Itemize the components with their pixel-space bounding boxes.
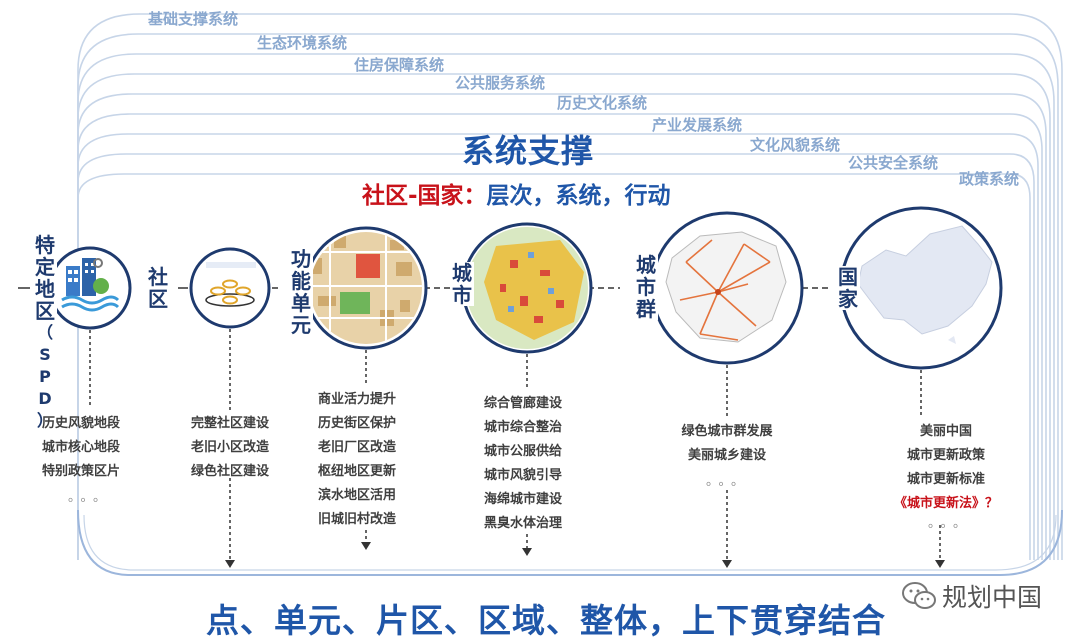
arc-1 (77, 13, 1063, 560)
list-item: 老旧厂区改造 (318, 440, 397, 455)
list-item: 历史风貌地段 (42, 416, 121, 431)
arc-8 (77, 153, 1035, 560)
arc-label-8: 公共安全系统 (848, 154, 939, 172)
arc-2 (77, 33, 1059, 560)
city-cluster-node (650, 211, 804, 365)
list-item: 海绵城市建设 (484, 492, 563, 507)
list-item: 旧城旧村改造 (318, 512, 397, 527)
stage-label-functional-unit: 功能单元 (289, 247, 313, 337)
subtitle: 社区-国家：层次，系统，行动 (362, 176, 671, 210)
arc-9 (77, 173, 1031, 560)
community-node (189, 247, 271, 329)
spd-more-dots: 。。。 (68, 490, 113, 505)
country-node (839, 206, 1003, 370)
arc-label-5: 历史文化系统 (557, 94, 648, 112)
list-item: 绿色社区建设 (190, 464, 269, 479)
community-action-list: 完整社区建设 老旧小区改造 绿色社区建设 (182, 412, 278, 484)
arc-4 (77, 73, 1051, 560)
arc-label-4: 公共服务系统 (455, 74, 546, 92)
list-item: 城市核心地段 (42, 440, 121, 455)
functional-unit-node (304, 226, 428, 350)
subtitle-scope: 社区-国家： (362, 183, 487, 209)
city-cluster-action-list: 绿色城市群发展 美丽城乡建设 (672, 420, 782, 468)
list-item: 城市风貌引导 (484, 468, 563, 483)
arc-label-1: 基础支撑系统 (148, 10, 239, 28)
spd-action-list: 历史风貌地段 城市核心地段 特别政策区片 (42, 412, 120, 484)
watermark: 规划中国 (902, 578, 1042, 614)
list-item: 滨水地区活用 (318, 488, 397, 503)
list-item: 完整社区建设 (190, 416, 269, 431)
system-arcs (77, 13, 1063, 560)
country-action-list: 美丽中国 城市更新政策 城市更新标准 《城市更新法》？ (884, 420, 1008, 516)
arc-5 (77, 93, 1047, 560)
arc-label-2: 生态环境系统 (257, 34, 348, 52)
wechat-icon (902, 582, 936, 609)
list-item: 绿色城市群发展 (681, 424, 773, 439)
arc-label-7: 文化风貌系统 (750, 136, 841, 154)
list-item: 综合管廊建设 (484, 396, 563, 411)
list-item: 特别政策区片 (42, 464, 121, 479)
city-node (461, 222, 593, 354)
list-item: 历史街区保护 (318, 416, 397, 431)
list-item-law: 《城市更新法》？ (893, 496, 998, 511)
city-cluster-more-dots: 。。。 (706, 474, 751, 489)
list-item: 老旧小区改造 (190, 440, 269, 455)
stage-label-community: 社区 (146, 265, 170, 311)
bottom-conclusion: 点、单元、片区、区域、整体，上下贯穿结合 (206, 601, 886, 640)
list-item: 美丽城乡建设 (687, 448, 766, 463)
arc-6 (77, 113, 1043, 560)
building-icon (61, 258, 120, 312)
bottom-bracket-inner (83, 514, 1057, 571)
arc-label-9: 政策系统 (959, 170, 1020, 188)
arc-7 (77, 133, 1039, 560)
stage-label-country: 国家 (836, 265, 860, 311)
spd-node (48, 246, 132, 330)
stage-label-city-cluster: 城市群 (634, 253, 658, 321)
functional-unit-action-list: 商业活力提升 历史街区保护 老旧厂区改造 枢纽地区更新 滨水地区活用 旧城旧村改… (318, 388, 396, 532)
bottom-bracket (77, 509, 1063, 576)
watermark-text: 规划中国 (942, 583, 1043, 612)
arc-label-6: 产业发展系统 (652, 116, 743, 134)
list-item: 商业活力提升 (318, 392, 397, 407)
list-item: 城市公服供给 (484, 444, 563, 459)
list-item: 美丽中国 (919, 424, 972, 439)
stage-label-city: 城市 (450, 261, 474, 307)
main-title: 系统支撑 (462, 132, 595, 170)
country-more-dots: 。。。 (928, 516, 973, 531)
list-item: 黑臭水体治理 (484, 516, 563, 531)
list-item: 枢纽地区更新 (318, 464, 397, 479)
list-item: 城市更新标准 (906, 472, 985, 487)
list-item: 城市综合整治 (484, 420, 563, 435)
arrow-heads (225, 542, 945, 568)
city-action-list: 综合管廊建设 城市综合整治 城市公服供给 城市风貌引导 海绵城市建设 黑臭水体治… (484, 392, 562, 536)
subtitle-dimensions: 层次，系统，行动 (486, 183, 671, 209)
arc-3 (77, 53, 1055, 560)
arc-label-3: 住房保障系统 (354, 56, 445, 74)
drilldown-arrows (89, 329, 941, 560)
list-item: 城市更新政策 (906, 448, 985, 463)
